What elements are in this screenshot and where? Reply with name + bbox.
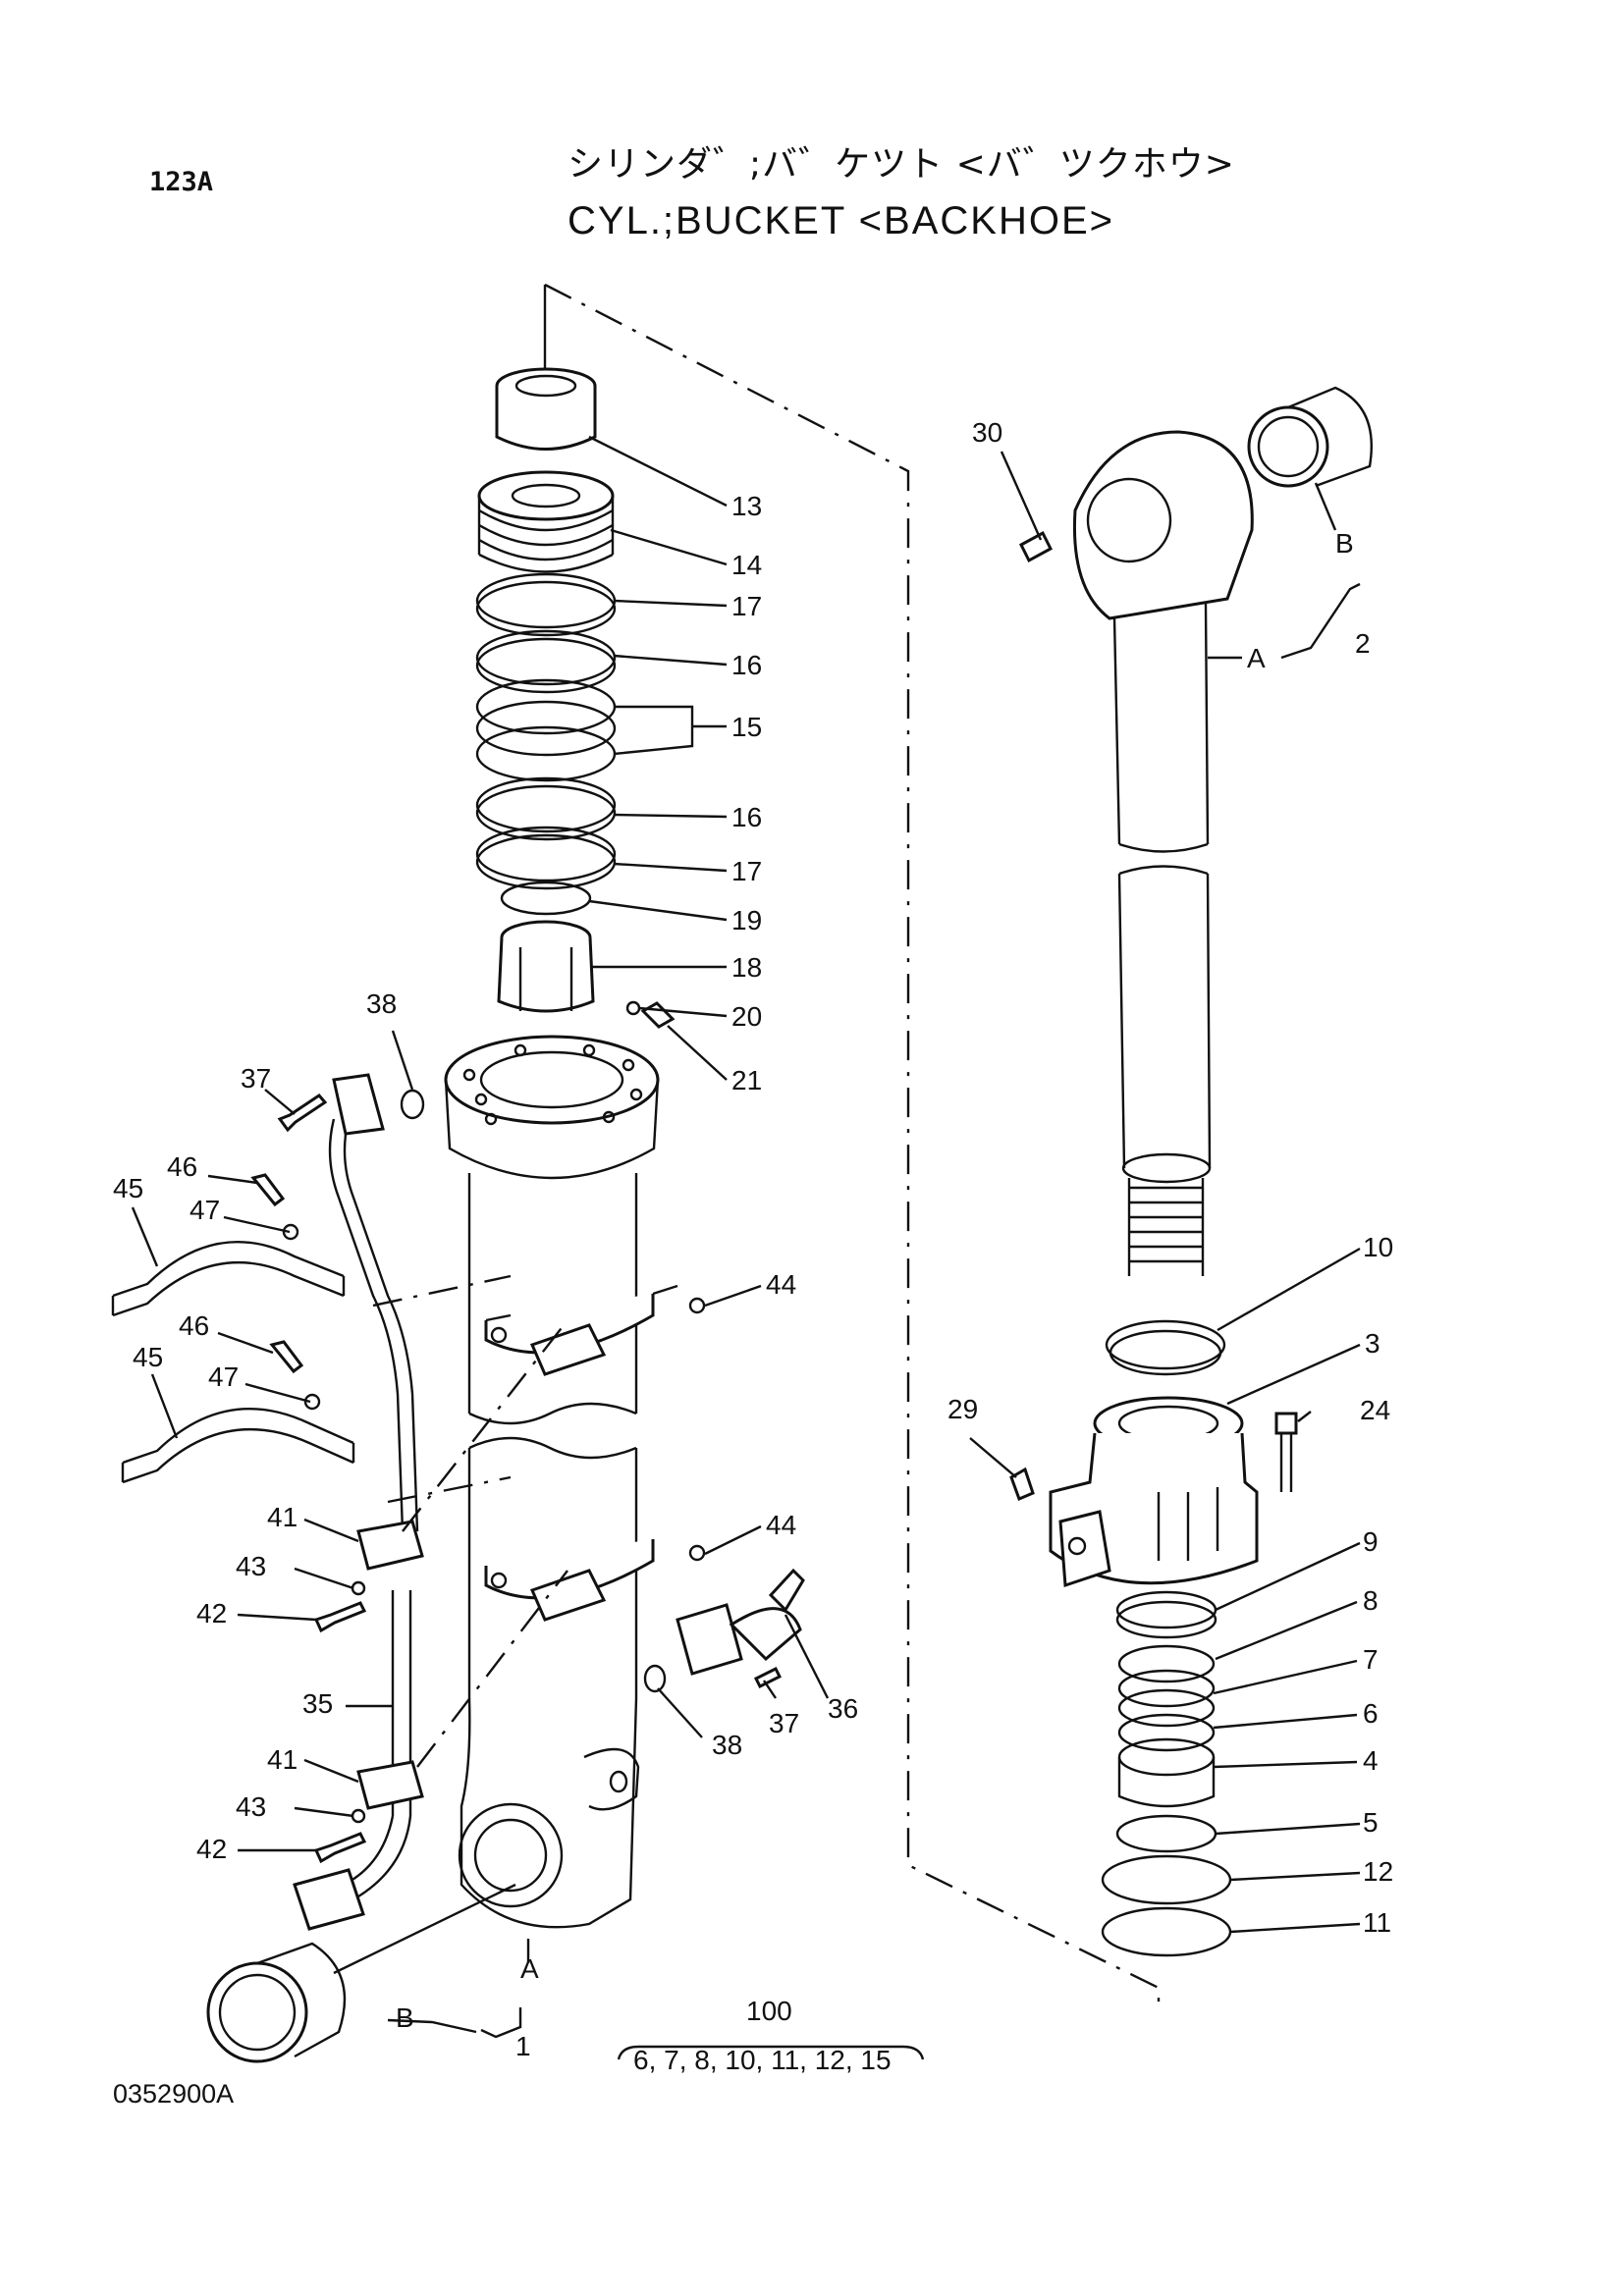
title-japanese: シリンダ゛;バ゛ケツト <バ゛ツクホウ> <box>568 144 1235 185</box>
callout-42-lower: 42 <box>196 1834 227 1864</box>
callout-11: 11 <box>1363 1907 1391 1938</box>
drawing-number: 0352900A <box>113 2079 235 2109</box>
callout-36: 36 <box>828 1693 858 1724</box>
callout-30: 30 <box>972 417 1002 448</box>
callout-8: 8 <box>1363 1585 1379 1616</box>
callout-15: 15 <box>731 712 762 742</box>
callout-41-upper: 41 <box>267 1502 298 1532</box>
callout-6: 6 <box>1363 1698 1379 1729</box>
callout-24: 24 <box>1360 1395 1390 1425</box>
seal-rings <box>475 572 617 916</box>
callout-41-lower: 41 <box>267 1744 298 1775</box>
callout-9: 9 <box>1363 1526 1379 1557</box>
callout-A-left: A <box>520 1953 539 1984</box>
callout-29: 29 <box>947 1394 978 1424</box>
callout-14: 14 <box>731 550 762 580</box>
callout-37-lower: 37 <box>769 1708 799 1738</box>
part-2-bushing <box>1247 386 1374 488</box>
callout-16-upper: 16 <box>731 650 762 680</box>
section-frame <box>543 283 1161 2012</box>
callout-47-lower: 47 <box>208 1362 239 1392</box>
callout-46-lower: 46 <box>179 1310 209 1341</box>
part-10-ring <box>1105 1319 1226 1376</box>
rod-seals <box>1101 1590 1232 1957</box>
callout-45-lower: 45 <box>133 1342 163 1372</box>
callout-42-upper: 42 <box>196 1598 227 1629</box>
callout-37-upper: 37 <box>241 1063 271 1094</box>
part-13-bushing <box>495 367 597 451</box>
callout-17-lower: 17 <box>731 856 762 886</box>
callout-35: 35 <box>302 1688 333 1719</box>
part-18-nut <box>497 920 676 1029</box>
port-fitting <box>643 1568 805 1693</box>
pipe-assembly <box>111 1073 568 1931</box>
part-1-bushing <box>206 1942 347 2063</box>
callout-4: 4 <box>1363 1745 1379 1776</box>
callout-B-right: B <box>1335 528 1354 559</box>
part-3-rod-cover <box>1009 1396 1298 1588</box>
kit-100-contents: 6, 7, 8, 10, 11, 12, 15 <box>633 2045 892 2075</box>
callout-2: 2 <box>1355 628 1371 659</box>
callout-21: 21 <box>731 1065 762 1095</box>
piston-assembly <box>475 367 676 1029</box>
callout-labels: 13 14 17 16 15 16 17 19 18 20 21 38 37 4… <box>113 417 1393 2075</box>
leader-lines <box>131 435 1361 2060</box>
callout-44-lower: 44 <box>766 1510 796 1540</box>
piston-rod <box>1019 430 1254 1276</box>
callout-38-upper: 38 <box>366 988 397 1019</box>
callout-47-upper: 47 <box>189 1195 220 1225</box>
callout-7: 7 <box>1363 1644 1379 1675</box>
callout-A-right: A <box>1247 643 1266 673</box>
callout-20: 20 <box>731 1001 762 1032</box>
cylinder-tube <box>444 1035 660 1929</box>
callout-5: 5 <box>1363 1807 1379 1838</box>
callout-17-upper: 17 <box>731 591 762 621</box>
callout-13: 13 <box>731 491 762 521</box>
callout-100: 100 <box>746 1996 792 2026</box>
callout-44-upper: 44 <box>766 1269 796 1300</box>
callout-1: 1 <box>515 2031 531 2061</box>
part-44-clamps <box>484 1284 706 1622</box>
part-14-piston <box>477 470 615 573</box>
callout-45-upper: 45 <box>113 1173 143 1203</box>
callout-46-upper: 46 <box>167 1151 197 1182</box>
callout-19: 19 <box>731 905 762 935</box>
page-label: 123A <box>149 167 214 197</box>
callout-12: 12 <box>1363 1856 1393 1887</box>
callout-43-lower: 43 <box>236 1791 266 1822</box>
callout-18: 18 <box>731 952 762 983</box>
callout-10: 10 <box>1363 1232 1393 1262</box>
callout-B-left: B <box>396 2002 414 2033</box>
flange-bolt-holes <box>462 1043 643 1126</box>
callout-38-lower: 38 <box>712 1730 742 1760</box>
title-english: CYL.;BUCKET <BACKHOE> <box>568 199 1114 242</box>
callout-16-lower: 16 <box>731 802 762 832</box>
callout-3: 3 <box>1365 1328 1380 1359</box>
callout-43-upper: 43 <box>236 1551 266 1581</box>
